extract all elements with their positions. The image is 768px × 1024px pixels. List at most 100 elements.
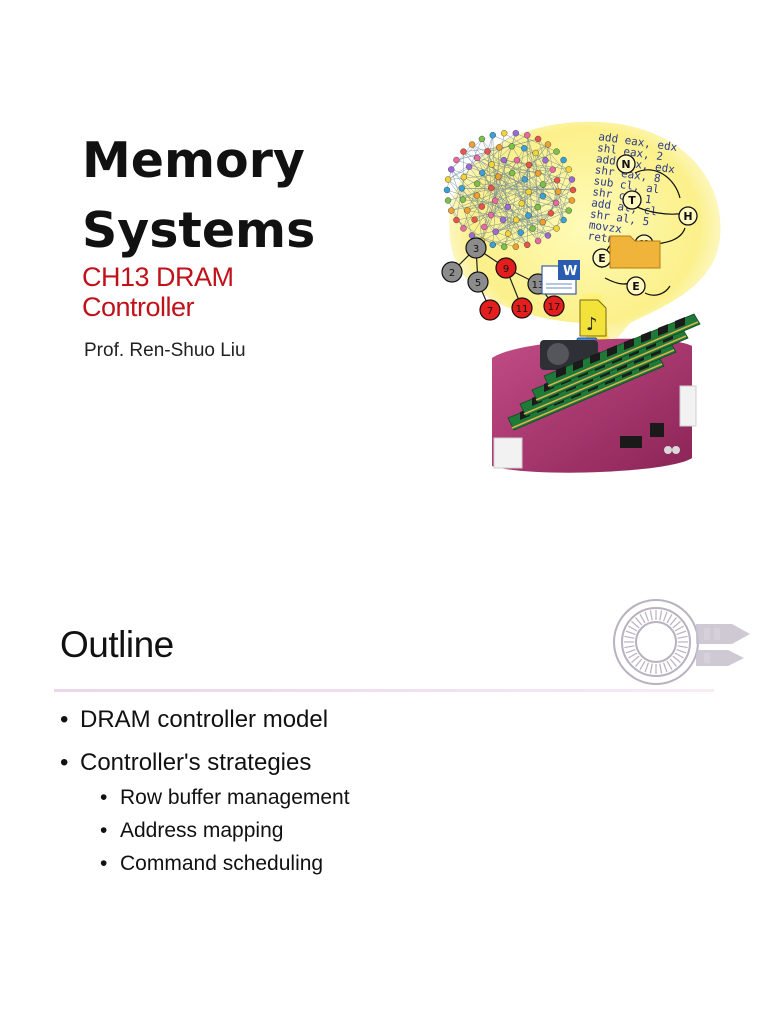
graph-node — [481, 223, 488, 231]
list-item: • Row buffer management — [100, 786, 350, 810]
bullet-dot: • — [100, 786, 108, 809]
graph-node — [524, 241, 531, 249]
state-node-label: N — [621, 158, 630, 171]
graph-node — [534, 203, 541, 211]
music-file-icon: ♪ — [579, 299, 607, 337]
graph-node — [521, 145, 528, 152]
graph-node — [508, 169, 516, 177]
title-line-1: Memory — [82, 132, 305, 189]
slide-subtitle: CH13 DRAM Controller — [82, 262, 342, 322]
graph-node — [484, 148, 491, 155]
state-node-label: E — [632, 280, 640, 293]
list-item: •DRAM controller model — [60, 706, 328, 734]
tree-node-label: 9 — [503, 264, 509, 275]
bullet-dot: • — [100, 819, 108, 842]
tree-node-label: 7 — [487, 306, 493, 317]
graph-node — [553, 148, 560, 155]
graph-node — [464, 207, 471, 214]
graph-node — [544, 141, 552, 148]
svg-text:♪: ♪ — [586, 314, 598, 335]
motherboard-photo — [492, 313, 701, 473]
code-line: movzx — [588, 218, 623, 236]
bullet-text: Row buffer management — [120, 786, 350, 809]
graph-node — [534, 237, 542, 245]
graph-node — [488, 161, 495, 168]
tree-node-label: 13 — [532, 280, 545, 291]
state-node-label: E — [598, 252, 606, 265]
graph-node — [512, 216, 520, 224]
university-seal-logo — [613, 599, 750, 685]
graph-node — [473, 154, 481, 162]
graph-node — [448, 166, 455, 173]
graph-node — [489, 241, 496, 249]
graph-node — [487, 211, 495, 219]
bullet-text: DRAM controller model — [80, 706, 329, 733]
outline-slide — [0, 512, 768, 1024]
graph-node — [560, 216, 567, 224]
graph-node — [473, 180, 481, 187]
graph-node — [565, 207, 572, 214]
graph-node — [525, 161, 533, 169]
state-node-label: H — [683, 210, 692, 223]
graph-node — [478, 203, 486, 210]
author-name: Prof. Ren-Shuo Liu — [84, 340, 246, 361]
graph-node — [521, 176, 529, 183]
tree-node-label: 2 — [449, 268, 455, 279]
graph-node — [553, 225, 560, 232]
graph-node — [444, 176, 452, 183]
title-line-2: Systems — [82, 202, 316, 259]
list-item: •Controller's strategies — [60, 749, 311, 777]
graph-node — [534, 135, 542, 143]
graph-node — [459, 196, 467, 203]
graph-node — [547, 210, 555, 217]
folder-icon — [609, 235, 661, 269]
graph-node — [552, 199, 560, 207]
graph-node — [478, 135, 486, 143]
graph-node — [492, 228, 499, 235]
title-underline — [54, 689, 714, 692]
state-nodes: NTHUEE — [592, 154, 698, 296]
graph-node — [568, 197, 576, 204]
graph-node — [489, 131, 496, 139]
graph-node — [488, 184, 495, 192]
graph-node — [560, 156, 567, 164]
graph-node — [529, 225, 536, 232]
subtitle-line-1: CH13 DRAM — [82, 262, 234, 292]
svg-text:W: W — [563, 264, 577, 279]
graph-node — [453, 216, 460, 224]
graph-node — [460, 225, 467, 232]
graph-node — [568, 176, 576, 183]
bullet-dot: • — [100, 852, 108, 875]
graph-node — [534, 170, 542, 177]
graph-node — [471, 216, 478, 223]
graph-node — [518, 200, 525, 207]
outline-title: Outline — [60, 624, 174, 665]
graph-node — [458, 185, 465, 192]
graph-node — [460, 173, 468, 181]
graph-node — [539, 218, 547, 226]
graph-node — [495, 173, 502, 180]
graph-node — [539, 193, 547, 200]
code-line: retn — [587, 229, 615, 246]
graph-node — [504, 203, 512, 211]
graph-node — [473, 192, 481, 199]
graph-node — [460, 148, 467, 155]
bullet-text: Command scheduling — [120, 852, 324, 875]
graph-node — [542, 157, 549, 164]
graph-node — [513, 157, 521, 164]
graph-node — [539, 181, 547, 188]
list-item: •Address mapping — [100, 819, 283, 843]
graph-node — [453, 156, 460, 164]
graph-node — [525, 188, 532, 196]
graph-node — [544, 232, 552, 239]
tree-node-label: 11 — [516, 304, 529, 315]
graph-node — [448, 207, 455, 214]
subtitle-line-2: Controller — [82, 292, 195, 322]
graph-node — [565, 166, 572, 173]
bullet-text: Controller's strategies — [80, 749, 312, 776]
graph-node — [569, 186, 577, 194]
graph-node — [468, 141, 476, 148]
title-slide: Memory Systems CH13 DRAM Controller Prof… — [82, 121, 721, 473]
